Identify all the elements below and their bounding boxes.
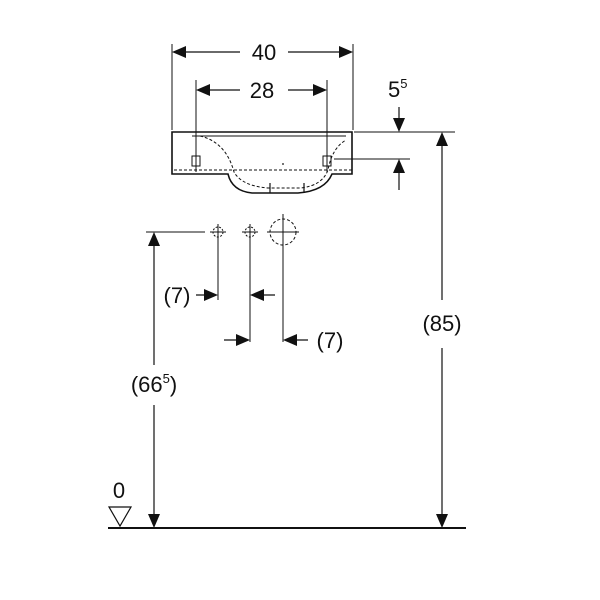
- fixing-hole-left: [191, 150, 201, 172]
- basin-side-view: [171, 131, 353, 194]
- dimension-rim-thickness: 55: [334, 76, 455, 190]
- floor-reference: 0: [107, 478, 466, 529]
- rim-height-label: (85): [422, 311, 461, 336]
- dimension-waste-height: (665): [131, 231, 205, 528]
- waste-height-close: ): [170, 372, 177, 397]
- waste-height-superscript: 5: [163, 371, 170, 386]
- rim-thickness-label: 5: [388, 77, 400, 102]
- dimension-supply-offset-right: (7): [224, 328, 343, 353]
- supply-offset-left-label: (7): [164, 283, 191, 308]
- dimension-fixing-distance: 28: [195, 78, 328, 150]
- dimension-outer-width: 40: [171, 40, 354, 130]
- floor-level-label: 0: [113, 478, 125, 503]
- fixing-hole-right: [322, 150, 332, 172]
- fixing-distance-label: 28: [250, 78, 274, 103]
- waste-height-label: (66: [131, 372, 163, 397]
- waste-connection: [267, 214, 299, 342]
- supply-offset-right-label: (7): [317, 328, 344, 353]
- dimension-rim-height: (85): [422, 132, 462, 528]
- outer-width-label: 40: [252, 40, 276, 65]
- dimension-supply-offset-left: (7): [164, 283, 275, 308]
- supply-connection-right: [242, 224, 258, 342]
- supply-connection-left: [210, 224, 226, 300]
- svg-text:55: 55: [388, 76, 407, 102]
- rim-thickness-superscript: 5: [400, 76, 407, 91]
- svg-text:(665): (665): [131, 371, 177, 397]
